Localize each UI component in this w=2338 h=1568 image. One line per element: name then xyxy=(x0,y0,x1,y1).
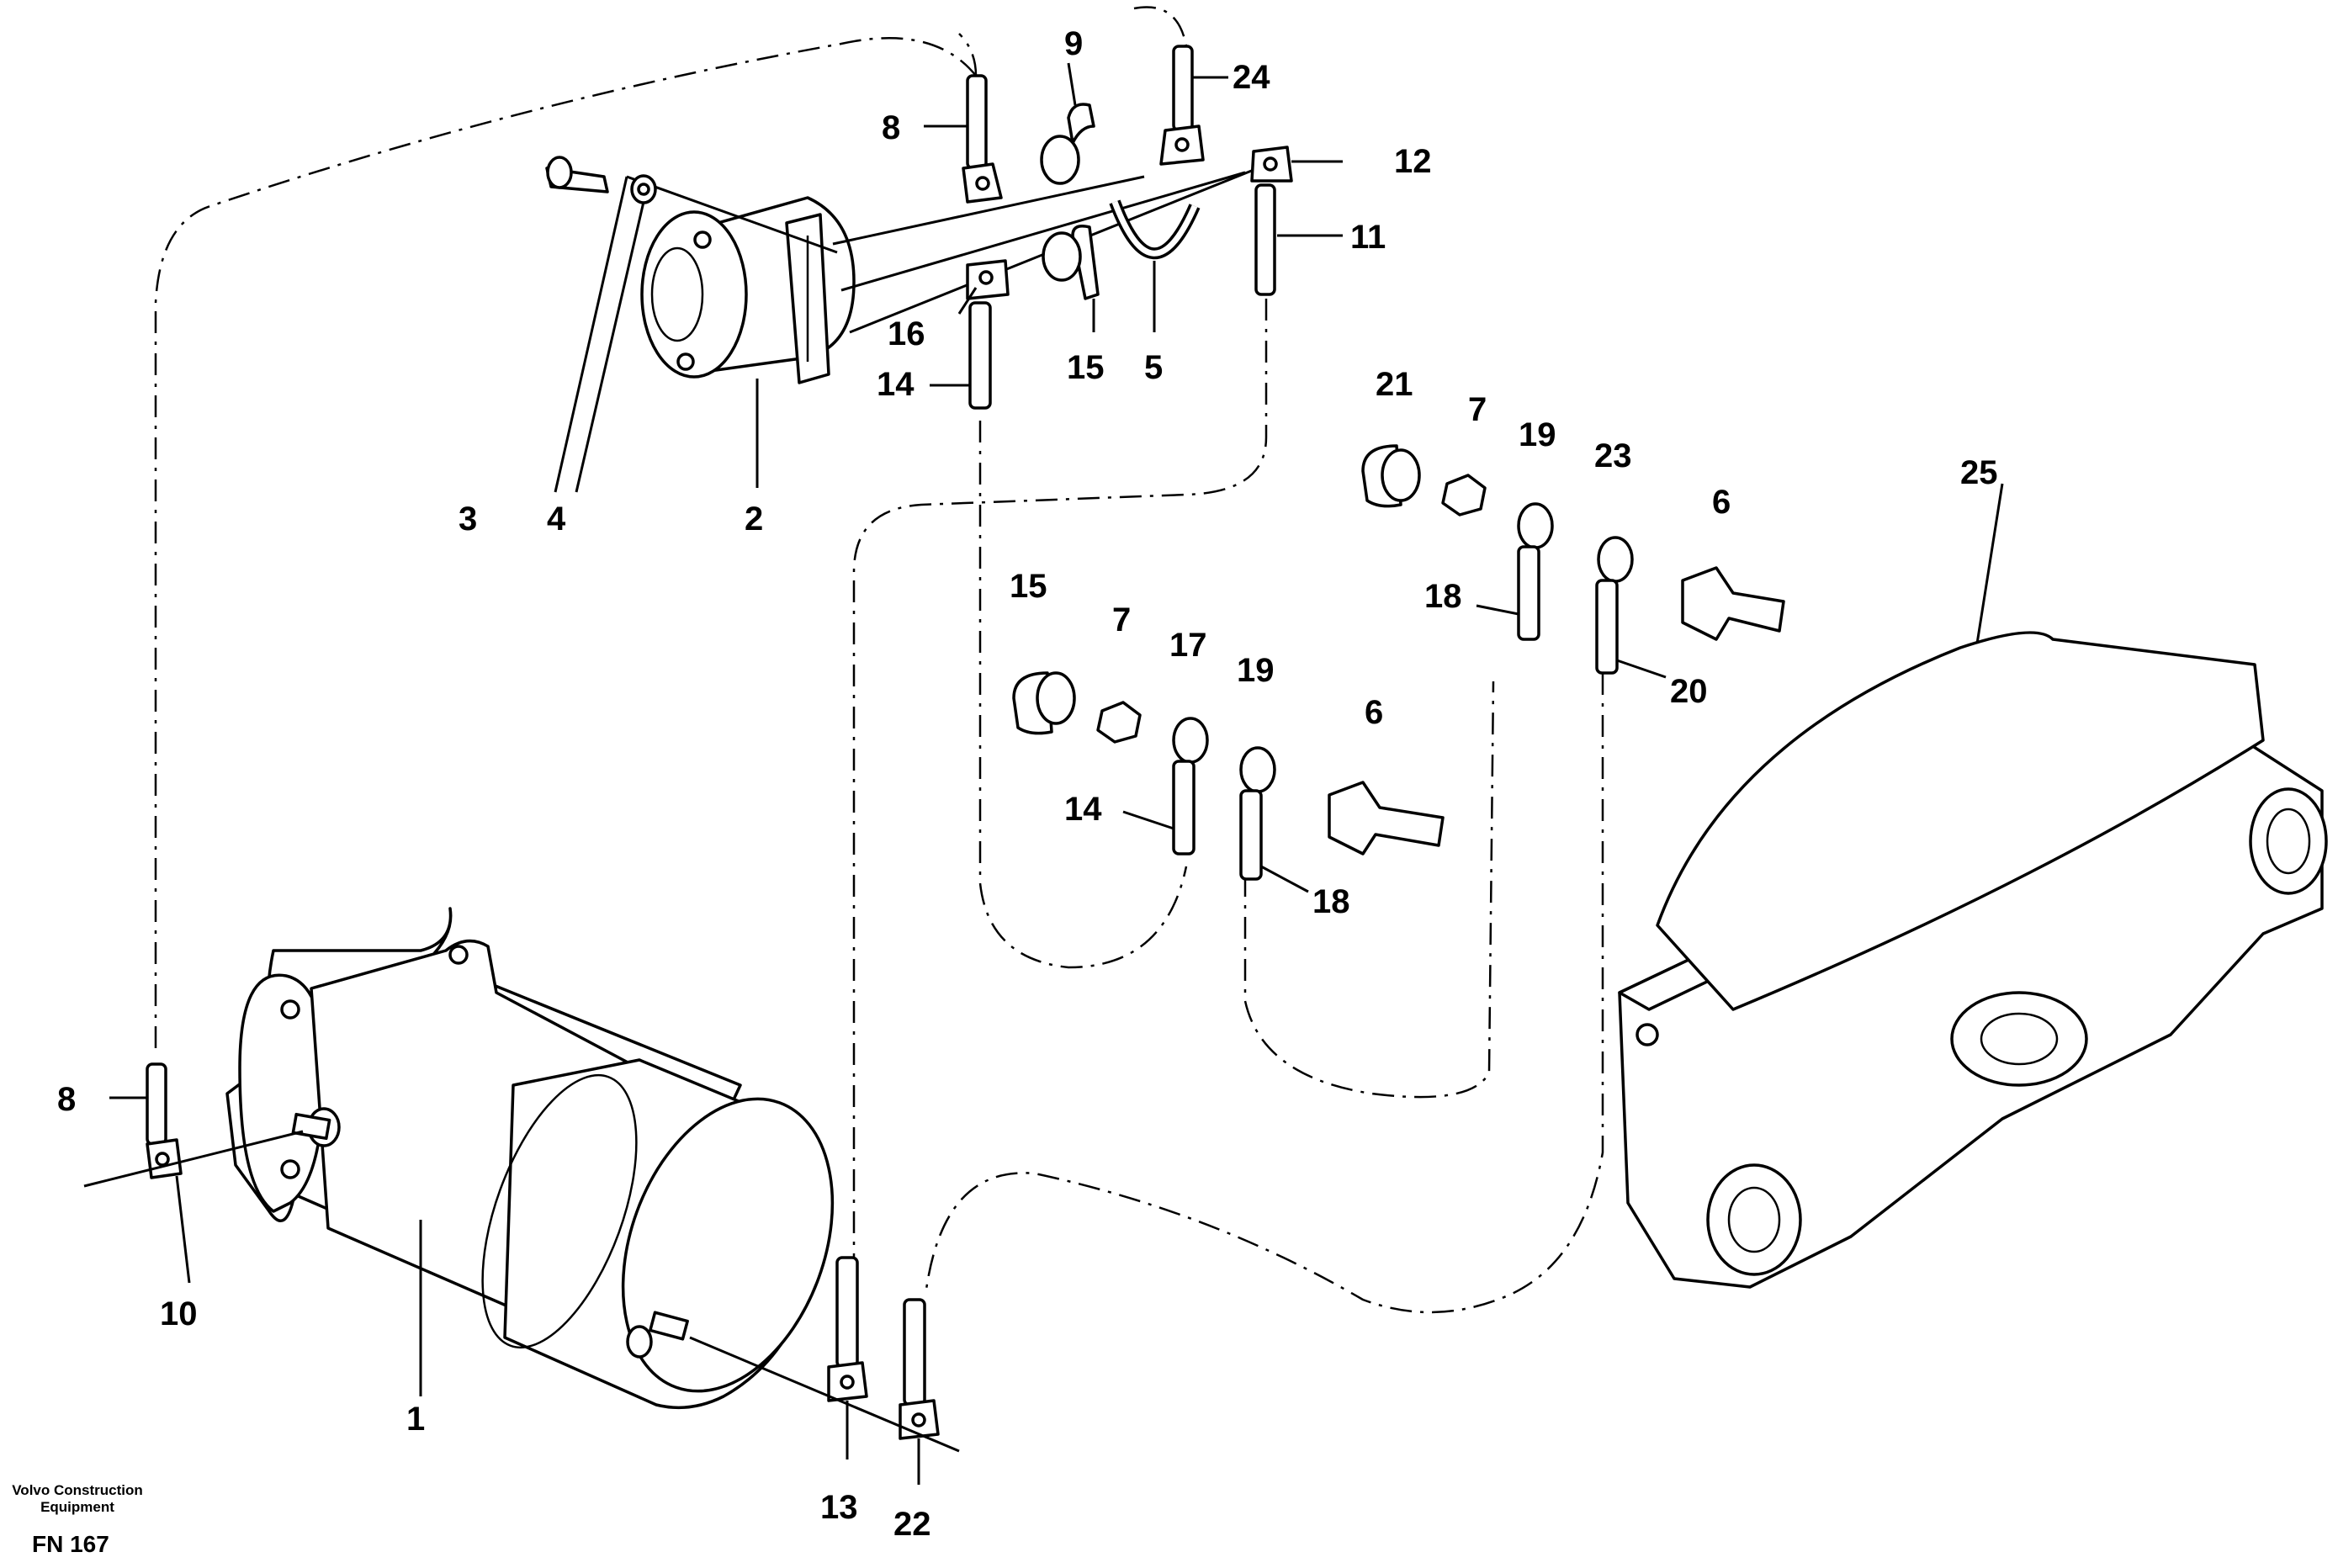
callout-12: 12 xyxy=(1394,143,1432,180)
callout-6-right: 6 xyxy=(1712,484,1731,521)
callout-25: 25 xyxy=(1960,454,1998,491)
callout-14-middle: 14 xyxy=(1064,791,1102,828)
starter-motor xyxy=(225,907,835,1410)
callout-8-top: 8 xyxy=(882,109,900,146)
callout-18-middle: 18 xyxy=(1312,883,1350,920)
callout-2: 2 xyxy=(745,501,763,538)
callout-10: 10 xyxy=(160,1295,198,1332)
leader-lines xyxy=(109,62,2004,1485)
callout-17: 17 xyxy=(1169,627,1207,664)
wire-routes xyxy=(154,6,1604,1314)
callout-9: 9 xyxy=(1064,25,1083,62)
callout-23: 23 xyxy=(1594,437,1632,474)
middle-terminals xyxy=(1012,671,1445,881)
callout-1: 1 xyxy=(406,1401,425,1438)
callout-13: 13 xyxy=(820,1489,858,1526)
callout-4: 4 xyxy=(547,501,566,538)
callout-15-middle: 15 xyxy=(1010,568,1047,605)
callout-19-right: 19 xyxy=(1519,416,1556,453)
publisher-line2: Equipment xyxy=(40,1499,114,1515)
callout-16: 16 xyxy=(888,315,925,352)
callout-6-middle: 6 xyxy=(1365,694,1383,731)
right-terminals xyxy=(1361,444,1785,675)
callout-7-middle: 7 xyxy=(1112,601,1131,638)
callout-8-left: 8 xyxy=(57,1081,76,1118)
callout-14-top: 14 xyxy=(877,366,915,403)
callout-15-top: 15 xyxy=(1067,349,1105,386)
callout-22: 22 xyxy=(893,1506,931,1543)
callout-3: 3 xyxy=(459,501,477,538)
bolt-and-washer xyxy=(545,156,657,204)
callout-24: 24 xyxy=(1233,59,1270,96)
exhaust-manifold xyxy=(1618,631,2328,1289)
publisher-line1: Volvo Construction xyxy=(12,1482,143,1498)
callout-7-right: 7 xyxy=(1468,391,1487,428)
callout-18-right: 18 xyxy=(1424,578,1462,615)
callout-19-middle: 19 xyxy=(1237,652,1275,689)
callout-20: 20 xyxy=(1670,673,1708,710)
footer: Volvo Construction Equipment FN 167 xyxy=(12,1482,143,1557)
solenoid-relay xyxy=(626,167,1259,384)
upper-terminals xyxy=(962,45,1293,410)
lower-terminals xyxy=(83,1062,960,1453)
callout-21: 21 xyxy=(1376,366,1413,403)
figure-code: FN 167 xyxy=(32,1531,109,1557)
callout-5: 5 xyxy=(1144,349,1163,386)
callout-11: 11 xyxy=(1350,219,1386,256)
callout-labels: 1 2 3 4 5 6 6 7 7 8 8 9 10 11 12 13 14 1… xyxy=(57,25,1998,1543)
